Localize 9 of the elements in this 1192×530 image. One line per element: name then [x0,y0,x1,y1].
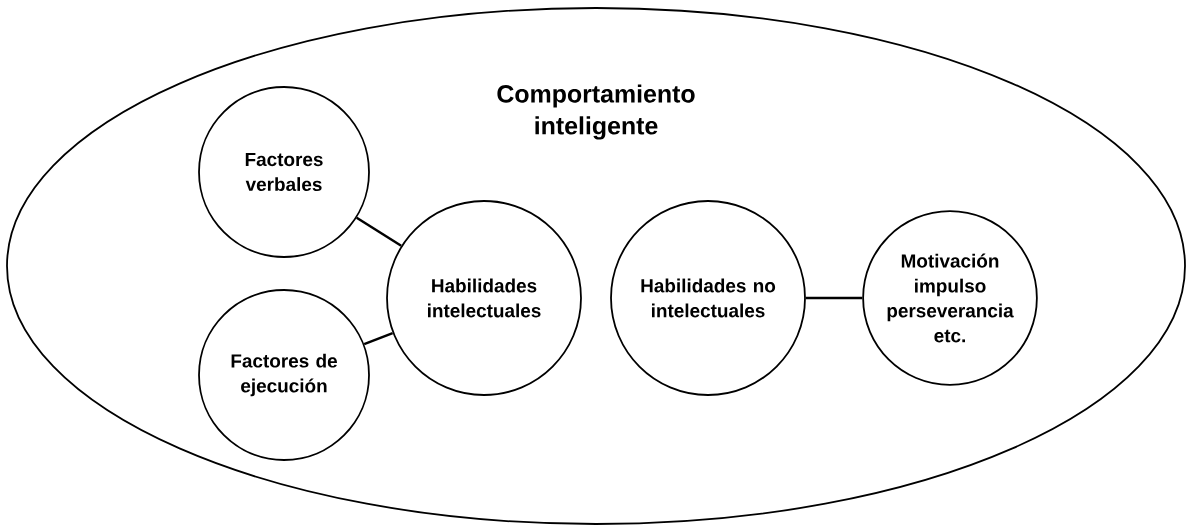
circle-node: Motivación impulso perseverancia etc. [862,210,1038,386]
connector-line [356,216,402,247]
ellipse-heading: Comportamiento inteligente [497,84,695,140]
circle-node: Factores verbales [198,86,370,258]
connector-line [363,332,394,346]
circle-node: Habilidades intelectuales [386,200,582,396]
connector-line [805,296,863,300]
circle-node: Factores de ejecución [198,289,370,461]
circle-node: Habilidades no intelectuales [610,200,806,396]
